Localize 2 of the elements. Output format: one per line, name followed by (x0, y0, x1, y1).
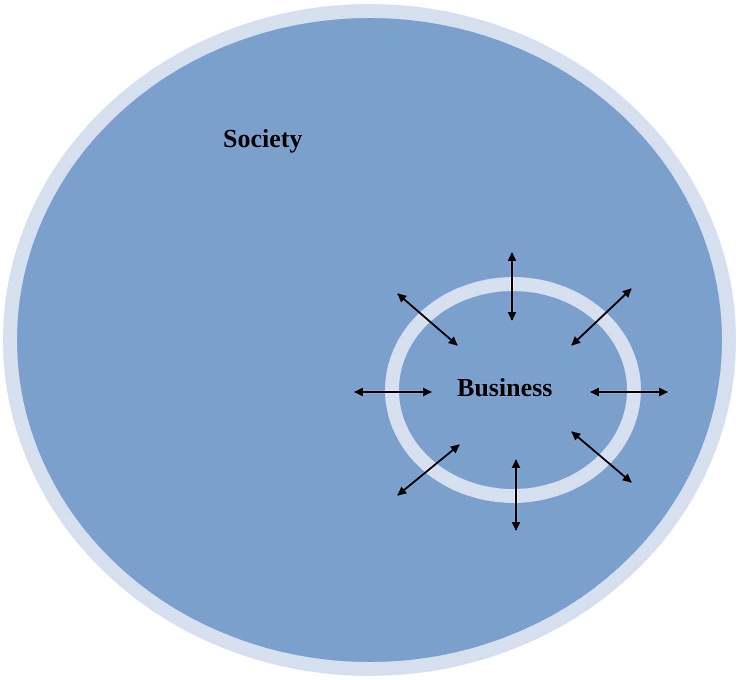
group-label: Society (223, 124, 302, 154)
node-label: Business (457, 373, 552, 403)
